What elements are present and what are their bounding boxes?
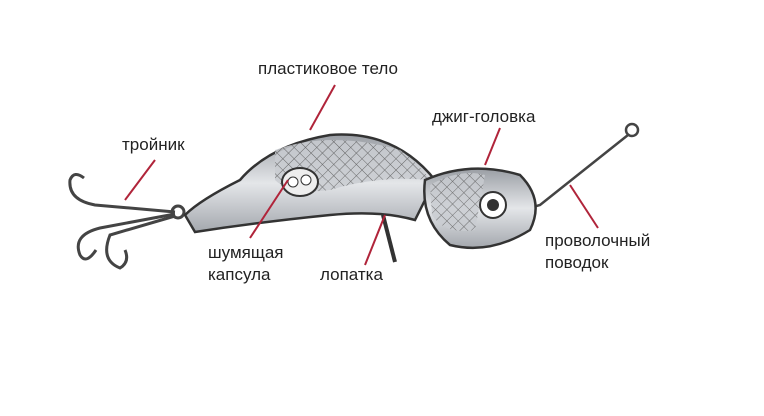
label-plastic-body: пластиковое тело (258, 59, 398, 78)
label-rattle-line1: шумящая (208, 243, 284, 262)
rattle-capsule (281, 167, 319, 197)
label-wire-line1: проволочный (545, 231, 651, 250)
treble-hook (68, 173, 186, 270)
blade (381, 214, 397, 263)
label-rattle-line2: капсула (208, 265, 271, 284)
label-jig-head: джиг-головка (432, 107, 536, 126)
label-rattle: шумящая капсула (208, 242, 284, 286)
label-wire-line2: поводок (545, 253, 609, 272)
wire-eye (624, 122, 640, 138)
leader-lines (124, 84, 599, 266)
label-treble-hook: тройник (122, 135, 185, 154)
label-wire-leader: проволочный поводок (545, 230, 650, 274)
label-blade: лопатка (320, 265, 383, 284)
